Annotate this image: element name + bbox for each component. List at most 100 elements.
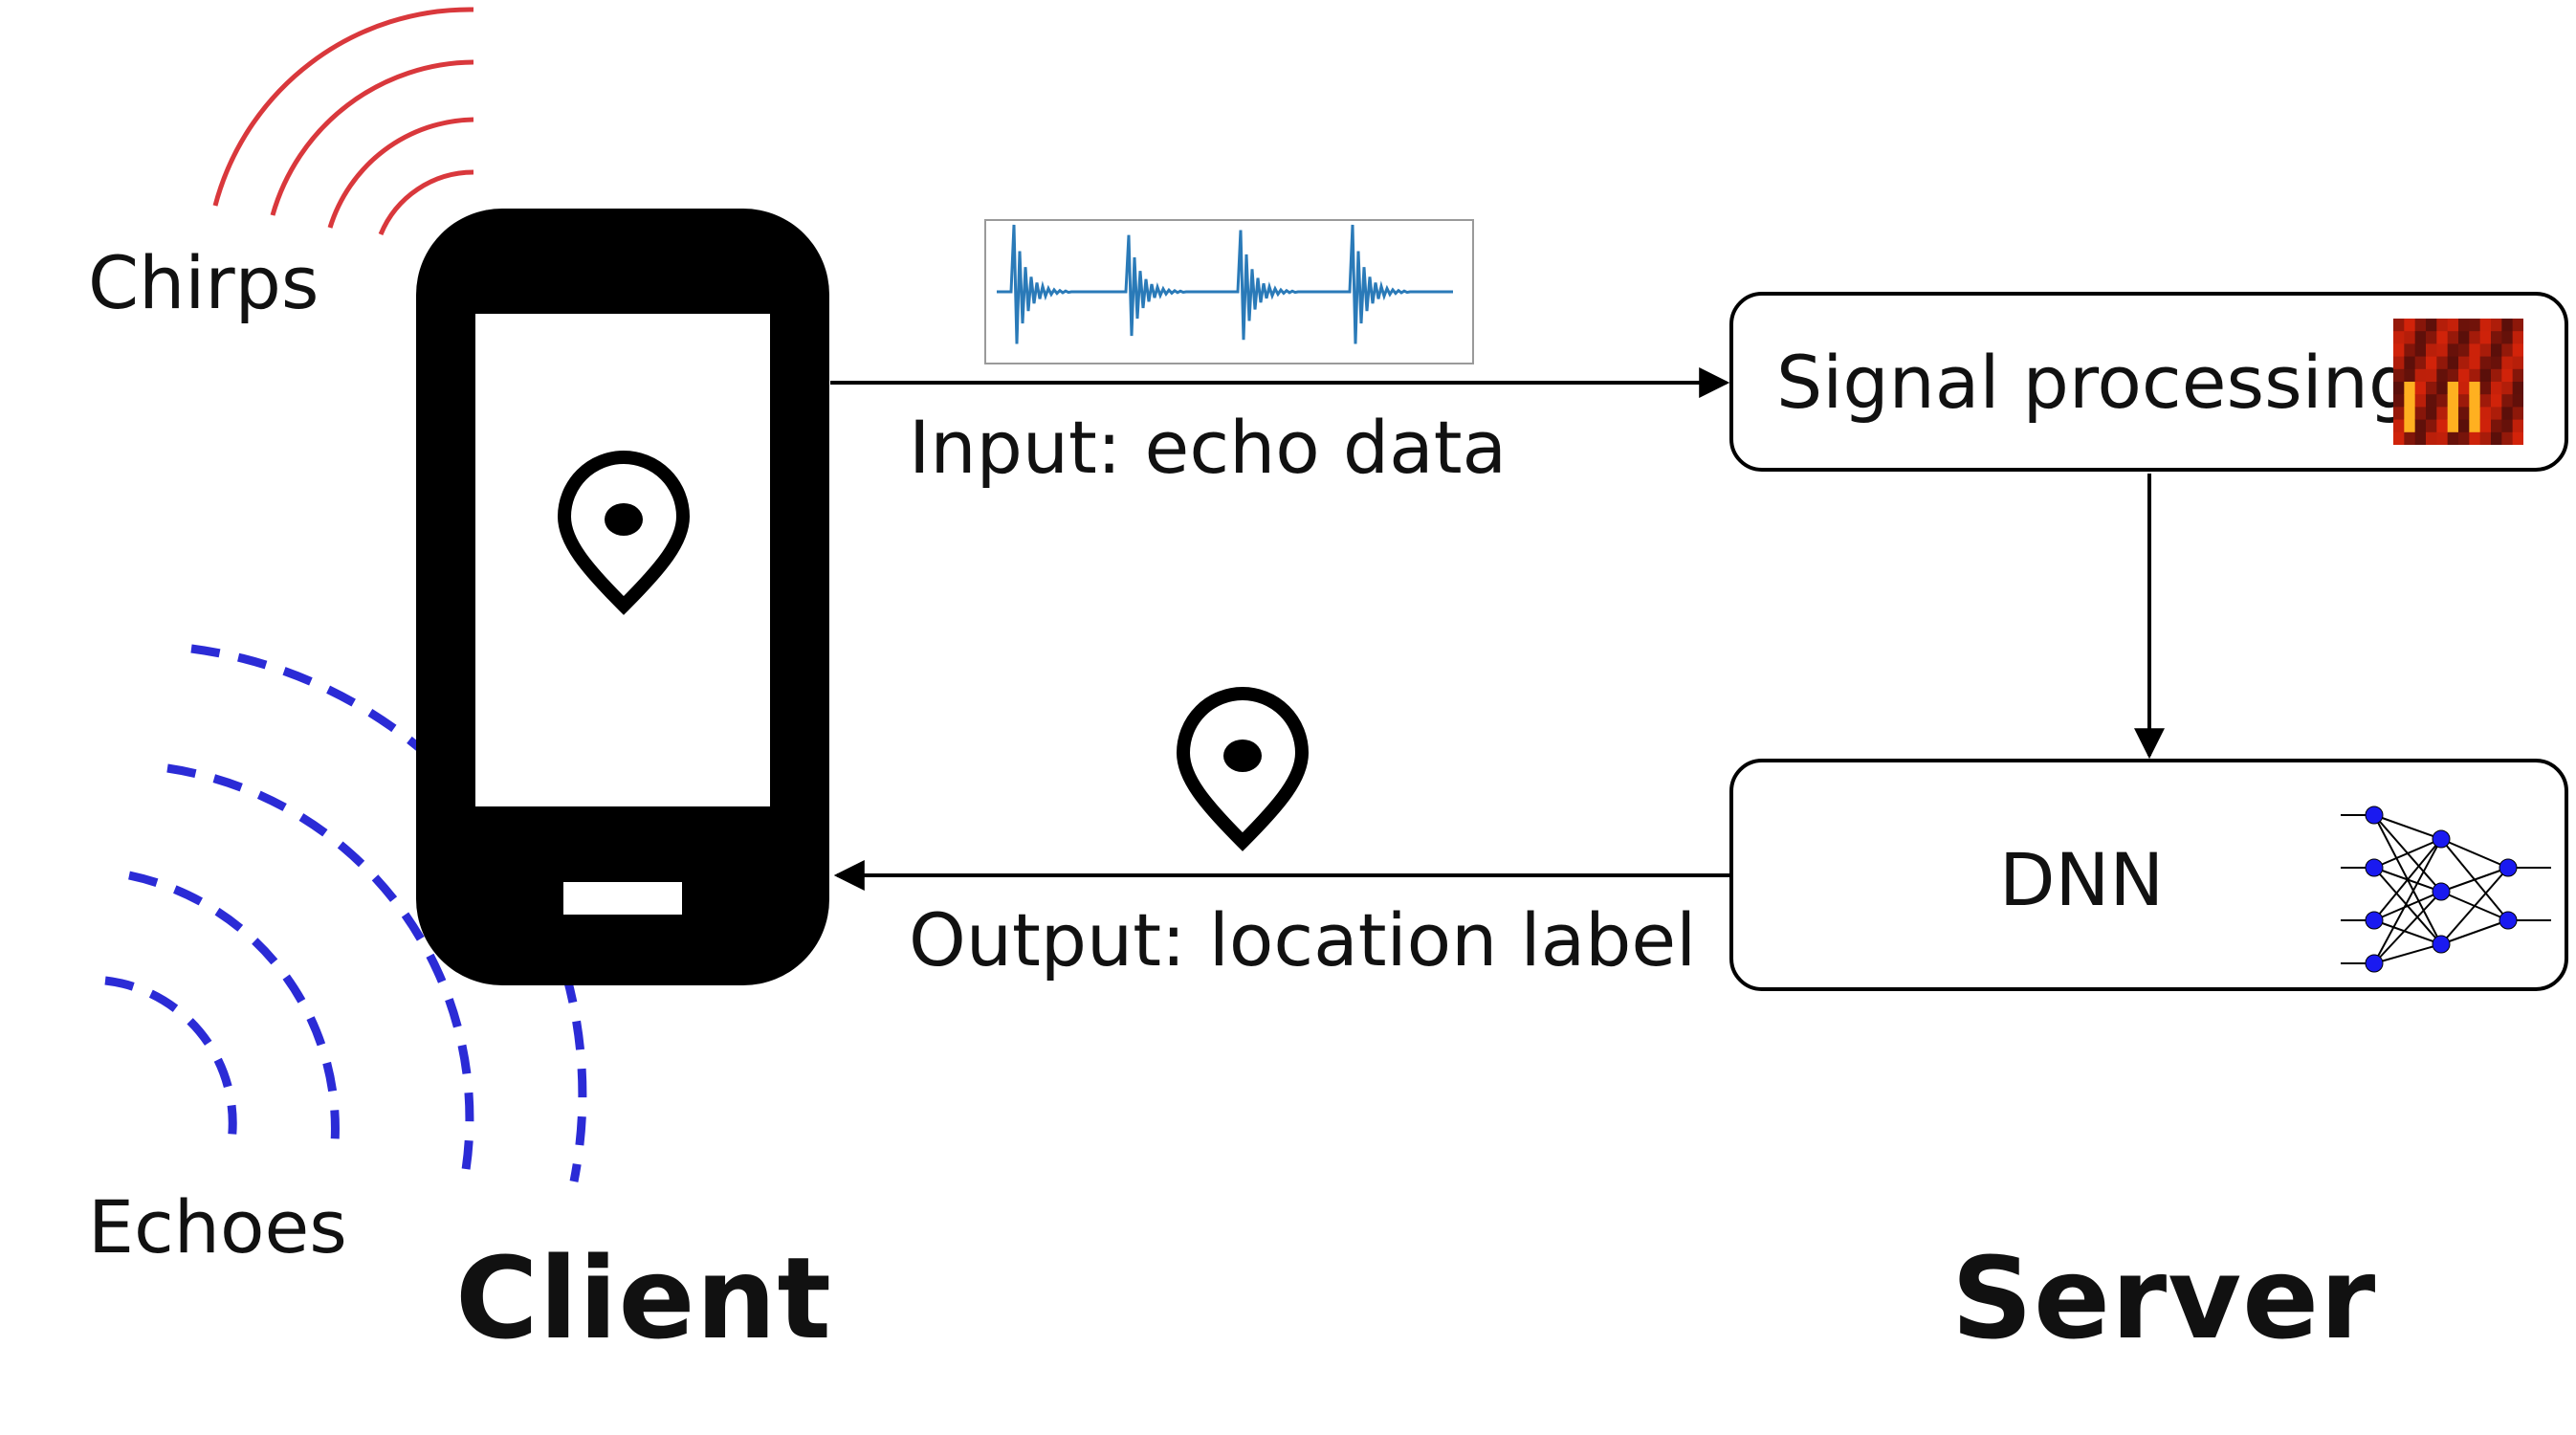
spectrogram-cell <box>2447 343 2459 358</box>
spectrogram-cell <box>2479 319 2492 332</box>
spectrogram-cell <box>2512 431 2523 445</box>
nn-node <box>2365 954 2384 973</box>
echo-arc-2 <box>166 763 474 1182</box>
nn-node <box>2432 829 2451 849</box>
spectrogram-cell <box>2469 382 2481 395</box>
nn-edge <box>2373 891 2442 964</box>
spectrogram-cell <box>2436 319 2449 332</box>
spectrogram-cell <box>2479 419 2492 433</box>
nn-node <box>2432 882 2451 901</box>
spectrogram-cell <box>2479 394 2492 408</box>
neural-network-icon <box>2341 806 2551 973</box>
spectrogram-cell <box>2479 368 2492 383</box>
spectrogram-cell <box>2491 343 2502 358</box>
spectrogram-cell <box>2469 343 2481 358</box>
location-pin-icon <box>557 451 691 615</box>
nn-edge <box>2373 814 2442 840</box>
spectrogram-cell <box>2404 343 2416 358</box>
signal-processing-box: Signal processing <box>1729 292 2568 472</box>
spectrogram-cell <box>2469 356 2481 370</box>
spectrogram-thumbnail <box>2393 319 2523 445</box>
spectrogram-cell <box>2501 382 2514 395</box>
spectrogram-cell <box>2414 382 2427 395</box>
chirp-arc-4 <box>378 169 474 235</box>
spectrogram-cell <box>2512 368 2523 383</box>
spectrogram-cell <box>2447 368 2459 383</box>
nn-edge <box>2440 838 2509 869</box>
chirp-waves <box>212 7 474 235</box>
spectrogram-cell <box>2447 319 2459 332</box>
spectrogram-cell <box>2458 407 2470 421</box>
spectrogram-cell <box>2469 368 2481 383</box>
spectrogram-cell <box>2436 356 2449 370</box>
spectrogram-cell <box>2426 407 2437 421</box>
spectrogram-cell <box>2414 407 2427 421</box>
spectrogram-cell <box>2501 331 2514 344</box>
nn-edge <box>2440 867 2509 893</box>
spectrogram-cell <box>2404 394 2416 408</box>
spectrogram-cell <box>2393 319 2405 332</box>
nn-node <box>2365 911 2384 930</box>
chirp-arc-3 <box>327 117 474 229</box>
waveform-thumbnail <box>984 219 1474 364</box>
spectrogram-cell <box>2469 394 2481 408</box>
spectrogram-cell <box>2512 394 2523 408</box>
echo-waves <box>104 644 587 1182</box>
spectrogram-cell <box>2404 419 2416 433</box>
echo-arc-3 <box>128 871 340 1144</box>
chirps-label: Chirps <box>88 240 319 325</box>
spectrogram-cell <box>2447 356 2459 370</box>
spectrogram-cell <box>2404 356 2416 370</box>
spectrogram-cell <box>2447 331 2459 344</box>
nn-node <box>2499 858 2518 877</box>
spectrogram-cell <box>2501 431 2514 445</box>
spectrogram-cell <box>2393 368 2405 383</box>
chirp-arc-1 <box>212 7 474 207</box>
spectrogram-cell <box>2501 407 2514 421</box>
signal-processing-label: Signal processing <box>1776 340 2415 425</box>
output-label: Output: location label <box>909 897 1697 982</box>
spectrogram-cell <box>2426 356 2437 370</box>
spectrogram-cell <box>2458 382 2470 395</box>
dnn-label: DNN <box>1999 837 2165 922</box>
spectrogram-cell <box>2491 331 2502 344</box>
spectrogram-cell <box>2436 431 2449 445</box>
spectrogram-cell <box>2404 368 2416 383</box>
spectrogram-cell <box>2426 368 2437 383</box>
spectrogram-cell <box>2414 431 2427 445</box>
nn-edge <box>2440 867 2509 945</box>
spectrogram-cell <box>2436 419 2449 433</box>
chirp-arc-2 <box>270 59 474 216</box>
echoes-label: Echoes <box>88 1184 347 1269</box>
spectrogram-cell <box>2469 419 2481 433</box>
spectrogram-cell <box>2512 419 2523 433</box>
spectrogram-cell <box>2426 419 2437 433</box>
spectrogram-cell <box>2479 356 2492 370</box>
echo-arc-4 <box>104 976 237 1154</box>
nn-edge <box>2373 943 2442 964</box>
spectrogram-cell <box>2479 343 2492 358</box>
spectrogram-cell <box>2501 343 2514 358</box>
spectrogram-cell <box>2458 356 2470 370</box>
spectrogram-cell <box>2491 394 2502 408</box>
server-label: Server <box>1951 1232 2377 1364</box>
spectrogram-cell <box>2436 382 2449 395</box>
spectrogram-cell <box>2512 319 2523 332</box>
spectrogram-cell <box>2501 419 2514 433</box>
spectrogram-cell <box>2393 419 2405 433</box>
spectrogram-cell <box>2491 356 2502 370</box>
spectrogram-cell <box>2512 382 2523 395</box>
spectrogram-cell <box>2447 431 2459 445</box>
spectrogram-cell <box>2491 431 2502 445</box>
spectrogram-cell <box>2491 319 2502 332</box>
nn-edge <box>2373 891 2442 921</box>
spectrogram-cell <box>2426 431 2437 445</box>
spectrogram-cell <box>2404 319 2416 332</box>
spectrogram-cell <box>2447 419 2459 433</box>
spectrogram-cell <box>2426 394 2437 408</box>
echo-arc-1 <box>190 644 587 1182</box>
dnn-box: DNN <box>1729 759 2568 991</box>
spectrogram-cell <box>2436 343 2449 358</box>
spectrogram-cell <box>2501 394 2514 408</box>
